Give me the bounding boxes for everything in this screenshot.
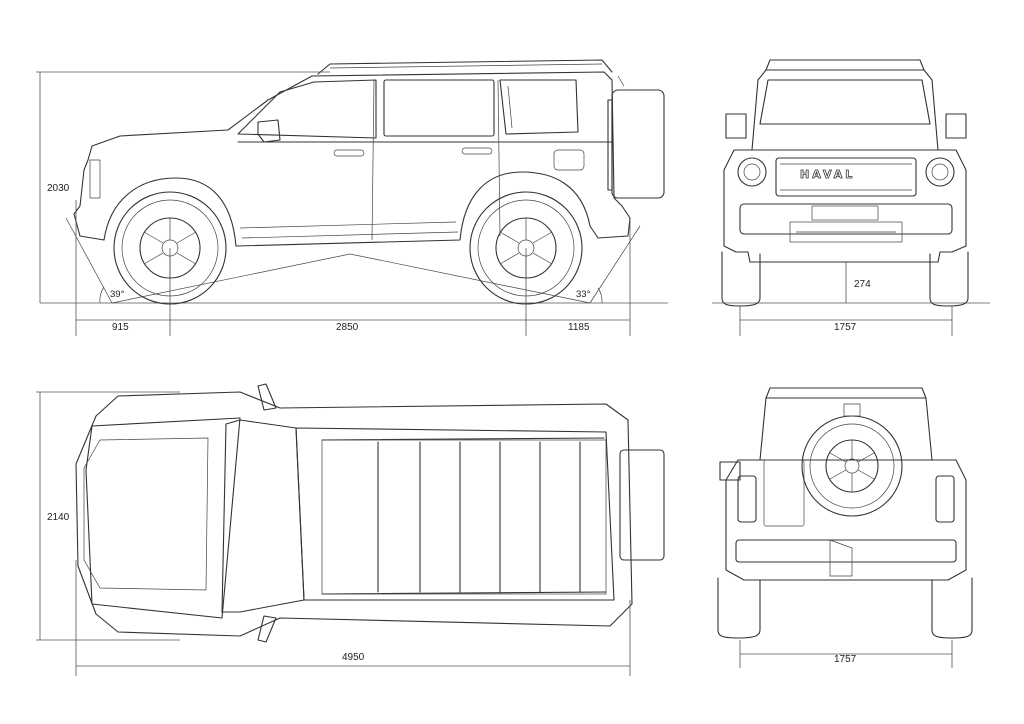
rear-track-label: 1757 xyxy=(834,654,857,665)
height-label: 2030 xyxy=(47,183,70,194)
front-overhang-label: 915 xyxy=(112,322,129,333)
wheelbase-label: 2850 xyxy=(336,322,359,333)
ground-clearance-label: 274 xyxy=(854,279,871,290)
side-view: 2030 915 2850 1185 39° 33° xyxy=(36,59,668,336)
top-view: 2140 4950 xyxy=(36,383,665,676)
rear-overhang-label: 1185 xyxy=(568,322,590,333)
rear-view: 1757 xyxy=(717,387,973,668)
front-track-label: 1757 xyxy=(834,322,857,333)
approach-angle-label: 39° xyxy=(110,289,125,300)
departure-angle-label: 33° xyxy=(576,289,591,300)
brand-logo: HAVAL xyxy=(800,168,855,181)
spare-wheel-icon xyxy=(801,415,903,517)
width-label: 2140 xyxy=(47,512,70,523)
front-view: HAVAL 274 1757 xyxy=(712,59,990,336)
length-label: 4950 xyxy=(342,652,365,663)
